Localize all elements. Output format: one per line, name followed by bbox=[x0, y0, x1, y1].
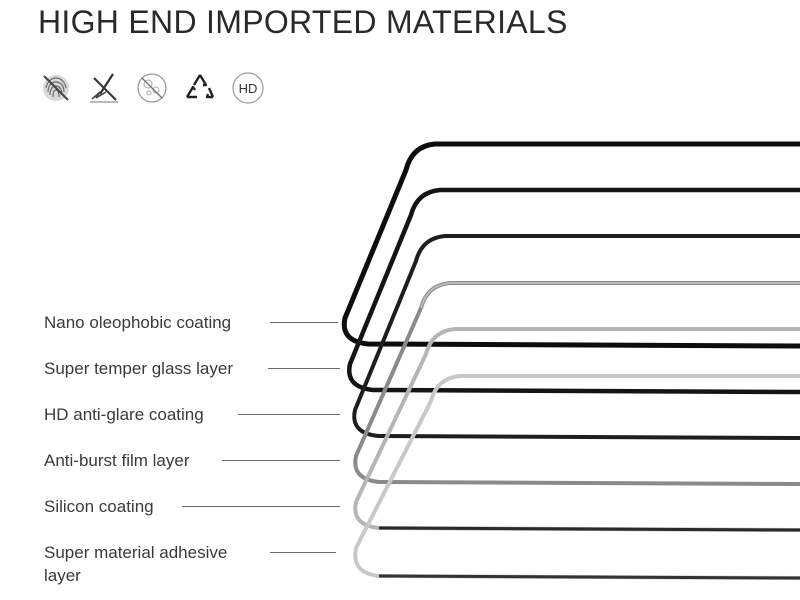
layer-label-tempered-glass: Super temper glass layer bbox=[44, 359, 233, 378]
hd-icon: HD bbox=[232, 72, 264, 104]
svg-text:HD: HD bbox=[239, 81, 258, 96]
scratch-resistant-icon bbox=[90, 73, 118, 103]
layer-label-silicon: Silicon coating bbox=[44, 497, 154, 516]
feature-icon-row: HD bbox=[38, 68, 266, 108]
layer-outline-2 bbox=[347, 187, 800, 395]
layer-label-anti-burst: Anti-burst film layer bbox=[44, 451, 190, 470]
layer-outline-5 bbox=[353, 327, 800, 532]
layer-label-adhesive: Super material adhesive layer bbox=[44, 543, 228, 585]
layer-outline-1 bbox=[341, 141, 800, 349]
leader-line bbox=[182, 506, 340, 507]
layer-outline-4 bbox=[353, 281, 800, 486]
recycle-icon bbox=[185, 74, 215, 99]
fingerprint-resistant-icon bbox=[43, 75, 69, 101]
layer-label-nano-oleophobic: Nano oleophobic coating bbox=[44, 313, 232, 332]
layer-label-anti-glare: HD anti-glare coating bbox=[44, 405, 204, 424]
layer-outline-3 bbox=[352, 234, 800, 440]
anti-bubble-icon bbox=[137, 73, 167, 103]
leader-line bbox=[270, 552, 336, 553]
layer-outline-6 bbox=[353, 374, 800, 580]
page-title: HIGH END IMPORTED MATERIALS bbox=[38, 4, 568, 40]
leader-line bbox=[238, 414, 340, 415]
leader-line bbox=[270, 322, 338, 323]
leader-line bbox=[268, 368, 340, 369]
leader-line bbox=[222, 460, 340, 461]
